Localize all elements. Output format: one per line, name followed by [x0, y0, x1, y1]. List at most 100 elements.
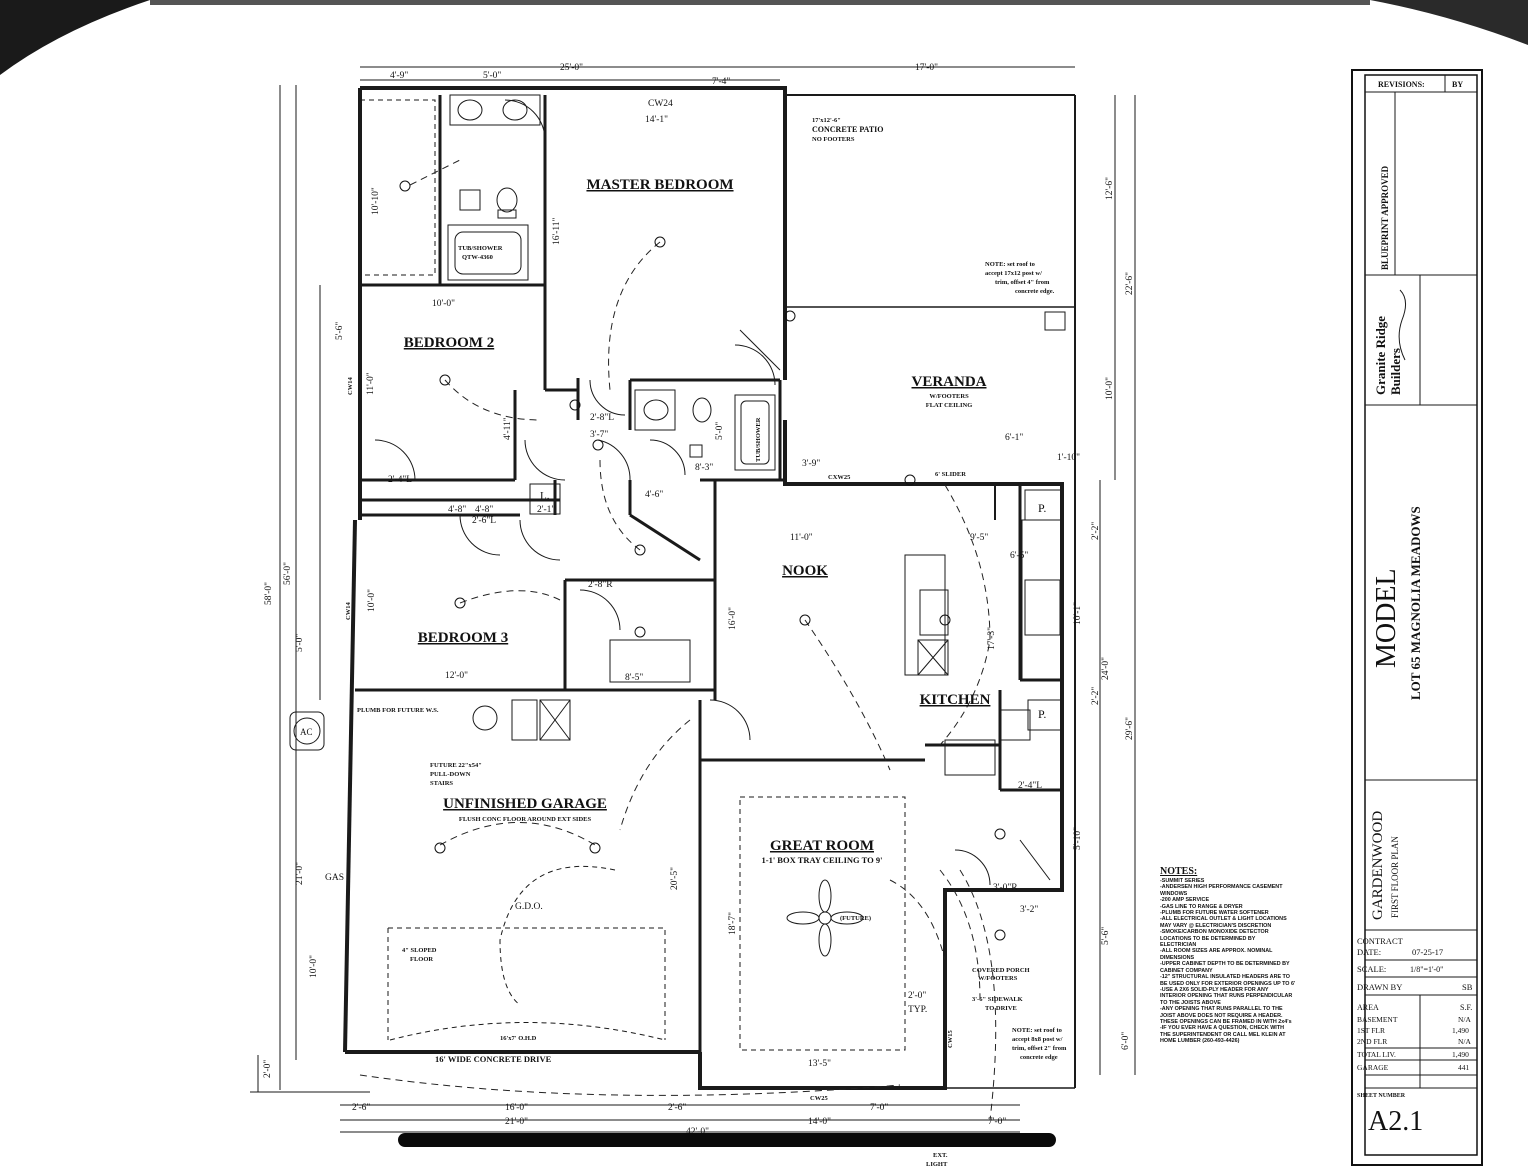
note-line: MAY VARY @ ELECTRICIAN'S DISCRETION — [1160, 922, 1272, 929]
note-line: BE USED ONLY FOR EXTERIOR OPENINGS UP TO… — [1160, 980, 1296, 987]
sloped-floor-1: 4" SLOPED — [402, 947, 437, 954]
approved-stamp: BLUEPRINT APPROVED — [1380, 165, 1390, 270]
dim-bot-e: 21'-0" — [505, 1117, 528, 1127]
garage-area-value: 441 — [1458, 1063, 1470, 1072]
note-line: -200 AMP SERVICE — [1160, 897, 1210, 904]
sidewalk-1: 3'-6" SIDEWALK — [972, 996, 1023, 1003]
dim-right-e: 29'-6" — [1125, 717, 1135, 740]
dim-left-d: 10'-0" — [309, 955, 319, 978]
room-label-great-room: GREAT ROOM — [770, 838, 874, 854]
room-label-veranda: VERANDA — [912, 374, 987, 390]
room-label-master-bedroom: MASTER BEDROOM — [586, 177, 733, 193]
dim-right-b: 22'-6" — [1125, 272, 1135, 295]
door-swings — [374, 99, 1051, 886]
first-floor-value: 1,490 — [1452, 1026, 1469, 1035]
dim-misc-r: 4'-8" — [448, 505, 466, 515]
veranda-sub1: W/FOOTERS — [929, 393, 969, 400]
future-stairs-1: FUTURE 22"x54" — [430, 762, 482, 769]
note-line: HOME LUMBER (260-493-4426) — [1160, 1038, 1240, 1045]
model-title: MODEL — [1371, 568, 1402, 668]
garage-door-label: 16'x7' O.H.D — [500, 1035, 537, 1042]
pantry-label-2: P. — [1038, 707, 1046, 721]
ac-label: AC — [300, 727, 313, 737]
dim-mb-h: 16'-11" — [552, 217, 562, 245]
room-label-kitchen: KITCHEN — [920, 692, 991, 708]
note-line: ELECTRICIAN — [1160, 942, 1197, 949]
note-line: -GAS LINE TO RANGE & DRYER — [1160, 903, 1243, 910]
master-tub-label: TUB/SHOWER — [458, 245, 503, 252]
dimension-lines — [250, 66, 1136, 1133]
scan-shadow-left — [0, 0, 150, 75]
room-label-nook: NOOK — [782, 563, 828, 579]
note-line: DIMENSIONS — [1160, 954, 1195, 961]
title-block: REVISIONS: BY BLUEPRINT APPROVED Granite… — [1351, 69, 1483, 1166]
dim-left-c: 21'-0" — [295, 862, 305, 885]
dim-left-a: 5'-6" — [335, 322, 345, 340]
dim-misc-q: 4'-11" — [503, 417, 513, 440]
note-line: -12" STRUCTURAL INSULATED HEADERS ARE TO — [1160, 974, 1290, 981]
dim-great-h: 18'-7" — [728, 912, 738, 935]
dim-kit-a: 9'-5" — [970, 533, 988, 543]
dim-misc-s: 2'-1" — [537, 505, 555, 515]
patio-footers: NO FOOTERS — [812, 136, 855, 143]
note-line: JOIST ABOVE DOES NOT REQUIRE A HEADER. — [1160, 1012, 1283, 1019]
sheet-label: SHEET NUMBER — [1357, 1093, 1406, 1099]
pantry-label-1: P. — [1038, 501, 1046, 515]
dim-nook-h: 16'-0" — [728, 607, 738, 630]
company-name-1: Granite Ridge — [1373, 316, 1388, 395]
bath2-tub-label: TUB/SHOWER — [755, 417, 762, 462]
date-value: 07-25-17 — [1412, 947, 1443, 957]
dim-misc-g: 4'-8" — [475, 505, 493, 515]
dim-misc-n: 2'-0" — [908, 991, 926, 1001]
great-room-sub: 1-1' BOX TRAY CEILING TO 9' — [761, 855, 882, 865]
typ-label: TYP. — [908, 1005, 927, 1015]
window-cw15: CW15 — [947, 1030, 954, 1048]
dim-garage-h: 20'-5" — [670, 867, 680, 890]
note-line: WINDOWS — [1160, 890, 1188, 897]
dim-right-g: 6'-0" — [1121, 1032, 1131, 1050]
dim-top-c: 7'-4" — [712, 77, 730, 87]
porch-note-4: concrete edge — [1020, 1054, 1058, 1061]
lot-label: LOT 65 MAGNOLIA MEADOWS — [1408, 506, 1423, 700]
dim-misc-a: 4'-6" — [645, 490, 663, 500]
gas-label: GAS — [325, 873, 344, 883]
ext-light-1: EXT. — [933, 1152, 948, 1159]
sheet-number: A2.1 — [1368, 1106, 1423, 1137]
note-line: -SMOKE/CARBON MONOXIDE DETECTOR — [1160, 929, 1269, 936]
notes-title: NOTES: — [1160, 866, 1198, 877]
dim-top-overall-1: 25'-0" — [560, 63, 583, 73]
window-cxw25: CXW25 — [828, 474, 851, 481]
dimension-text: 25'-0" 17'-0" 4'-9" 5'-0" 7'-4" 14'-1" 1… — [263, 63, 1135, 1137]
total-value: 1,490 — [1452, 1050, 1469, 1059]
note-line: THE SUPERINTENDENT OR CALL MEL KLEIN AT — [1160, 1031, 1286, 1038]
dim-great-w: 13'-5" — [808, 1059, 831, 1069]
patio-label: CONCRETE PATIO — [812, 125, 884, 134]
plan-sub: FIRST FLOOR PLAN — [1390, 836, 1400, 918]
annotation-labels: 17'x12'-6" CONCRETE PATIO NO FOOTERS NOT… — [300, 99, 1067, 1168]
scan-shadow-right — [1370, 0, 1528, 45]
veranda-note-3: trim, offset 4" from — [995, 279, 1050, 286]
general-notes: NOTES: -SUMMIT SERIES-ANDERSEN HIGH PERF… — [1160, 866, 1350, 1045]
basement-label: BASEMENT — [1357, 1015, 1398, 1024]
drawn-by-label: DRAWN BY — [1357, 982, 1402, 992]
veranda-note-1: NOTE: set roof to — [985, 261, 1035, 268]
fixtures — [289, 94, 1066, 776]
scale-label: SCALE: — [1357, 964, 1386, 974]
dim-br2-h: 11'-0" — [366, 372, 376, 395]
by-label: BY — [1452, 80, 1463, 89]
garage-sub: FLUSH CONC FLOOR AROUND EXT SIDES — [459, 816, 592, 823]
veranda-note-2: accept 17x12 post w/ — [985, 270, 1042, 277]
covered-porch-2: W/FOOTERS — [978, 975, 1018, 982]
porch-note-1: NOTE: set roof to — [1012, 1027, 1062, 1034]
dim-top-a: 4'-9" — [390, 71, 408, 81]
scan-edge-bar — [398, 1133, 1056, 1147]
dim-misc-l: 3'-2" — [1020, 905, 1038, 915]
note-line: -PLUMB FOR FUTURE WATER SOFTENER — [1160, 910, 1269, 917]
ceiling-fan — [786, 879, 864, 957]
water-softener-label: PLUMB FOR FUTURE W.S. — [357, 707, 439, 714]
dim-right-c: 10'-0" — [1105, 377, 1115, 400]
dim-bot-f: 14'-0" — [808, 1117, 831, 1127]
room-label-garage: UNFINISHED GARAGE — [443, 796, 607, 812]
dim-top-b: 5'-0" — [483, 71, 501, 81]
dim-misc-d: 3'-9" — [802, 459, 820, 469]
